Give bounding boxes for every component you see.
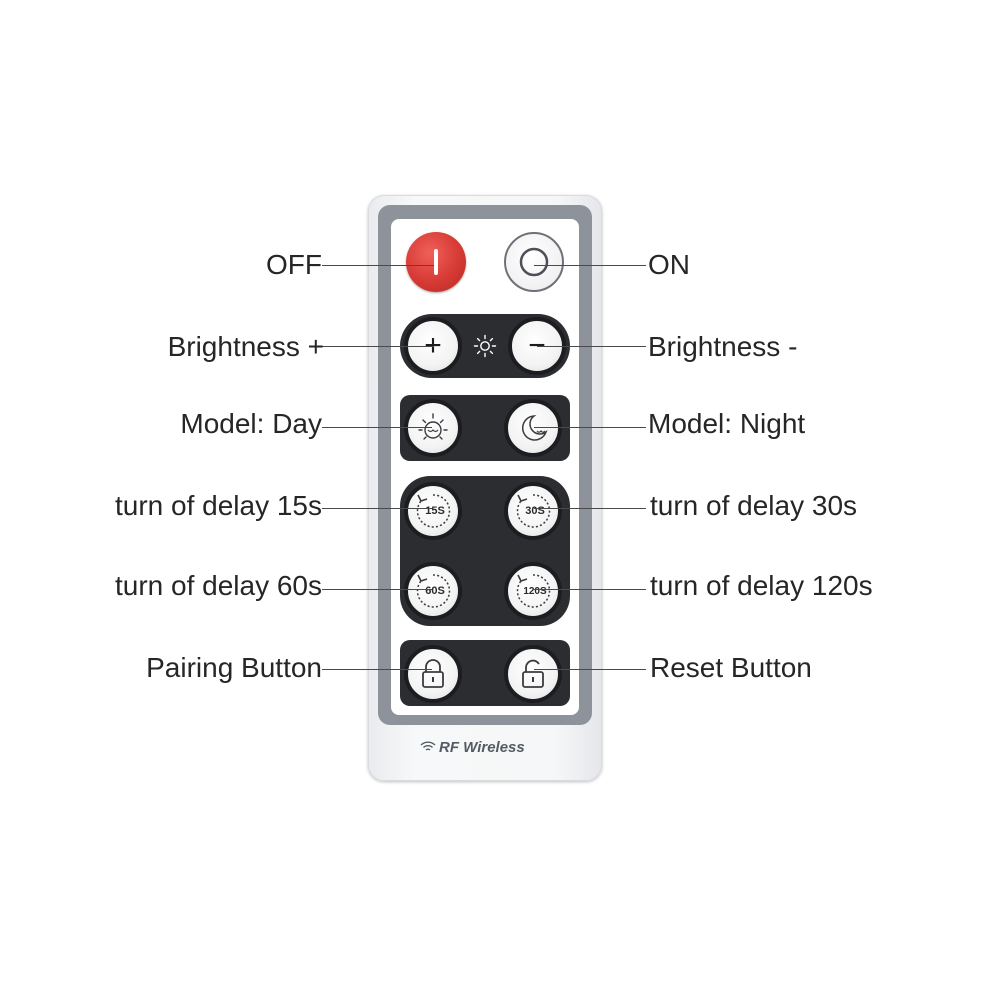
leader-brightness-up xyxy=(322,346,434,347)
leader-day xyxy=(322,427,432,428)
leader-60s xyxy=(322,589,432,590)
lock-open-icon xyxy=(522,659,544,688)
wifi-icon xyxy=(420,741,436,751)
label-off: OFF xyxy=(266,249,322,280)
minus-glyph: − xyxy=(528,329,546,362)
timer-120s-text: 120S xyxy=(523,585,547,597)
day-mode-button[interactable] xyxy=(404,399,462,457)
label-model-night: Model: Night xyxy=(648,408,806,439)
leader-120s xyxy=(534,589,646,590)
leader-off xyxy=(322,265,434,266)
leader-reset xyxy=(534,669,646,670)
ring-icon xyxy=(519,247,549,277)
leader-brightness-down xyxy=(537,346,646,347)
timer-15s-text: 15S xyxy=(425,505,445,517)
label-delay-30s: turn of delay 30s xyxy=(650,490,858,521)
timer-icon xyxy=(416,494,451,528)
brand-mark: RF Wireless xyxy=(420,736,550,758)
label-delay-120s: turn of delay 120s xyxy=(650,570,873,601)
label-delay-60s: turn of delay 60s xyxy=(114,570,322,601)
delay-120s-button[interactable]: 120S xyxy=(504,562,562,620)
moon-icon xyxy=(521,415,548,441)
off-button[interactable] xyxy=(406,232,466,292)
label-brightness-up: Brightness + xyxy=(167,331,324,362)
delay-60s-button[interactable]: 60S xyxy=(404,562,462,620)
sun-icon xyxy=(473,334,497,358)
delay-15s-button[interactable]: 15S xyxy=(404,482,462,540)
night-mode-button[interactable] xyxy=(504,399,562,457)
timer-icon xyxy=(416,574,451,608)
power-icon xyxy=(434,249,438,275)
leader-on xyxy=(534,265,646,266)
label-on: ON xyxy=(648,249,690,280)
timer-60s-text: 60S xyxy=(425,585,445,597)
pairing-button[interactable] xyxy=(404,645,462,703)
timer-icon xyxy=(516,574,551,608)
leader-15s xyxy=(322,508,432,509)
leader-pairing xyxy=(322,669,432,670)
plus-glyph: + xyxy=(424,329,442,362)
on-button[interactable] xyxy=(504,232,564,292)
reset-button[interactable] xyxy=(504,645,562,703)
lock-closed-icon xyxy=(422,659,444,688)
label-reset: Reset Button xyxy=(650,652,812,683)
brand-text: RF Wireless xyxy=(439,738,525,756)
timer-30s-text: 30S xyxy=(525,505,545,517)
leader-night xyxy=(534,427,646,428)
label-pairing: Pairing Button xyxy=(146,652,322,683)
delay-30s-button[interactable]: 30S xyxy=(504,482,562,540)
timer-icon xyxy=(516,494,551,528)
leader-30s xyxy=(534,508,646,509)
remote-face xyxy=(391,219,579,715)
label-delay-15s: turn of delay 15s xyxy=(114,490,322,521)
label-model-day: Model: Day xyxy=(180,408,322,439)
sun-face-icon xyxy=(418,413,448,440)
label-brightness-down: Brightness - xyxy=(648,331,798,362)
